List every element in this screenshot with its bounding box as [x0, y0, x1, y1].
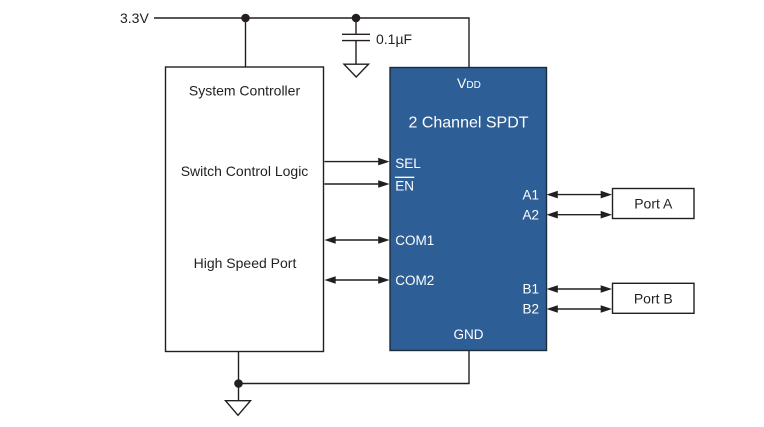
svg-text:High Speed Port: High Speed Port: [194, 255, 297, 271]
svg-text:B2: B2: [522, 302, 539, 317]
svg-text:System Controller: System Controller: [189, 83, 301, 99]
svg-text:COM2: COM2: [395, 273, 434, 288]
svg-text:3.3V: 3.3V: [120, 10, 149, 26]
svg-text:A1: A1: [522, 187, 539, 202]
svg-text:A2: A2: [522, 207, 539, 222]
svg-text:EN: EN: [395, 179, 414, 194]
svg-text:Port A: Port A: [634, 196, 673, 212]
svg-text:0.1µF: 0.1µF: [376, 31, 412, 47]
svg-text:B1: B1: [522, 282, 539, 297]
svg-text:COM1: COM1: [395, 233, 434, 248]
svg-text:Port B: Port B: [634, 290, 673, 306]
svg-text:2 Channel SPDT: 2 Channel SPDT: [408, 115, 528, 132]
svg-text:GND: GND: [454, 327, 484, 342]
svg-text:SEL: SEL: [395, 156, 421, 171]
svg-text:Switch Control Logic: Switch Control Logic: [181, 163, 309, 179]
